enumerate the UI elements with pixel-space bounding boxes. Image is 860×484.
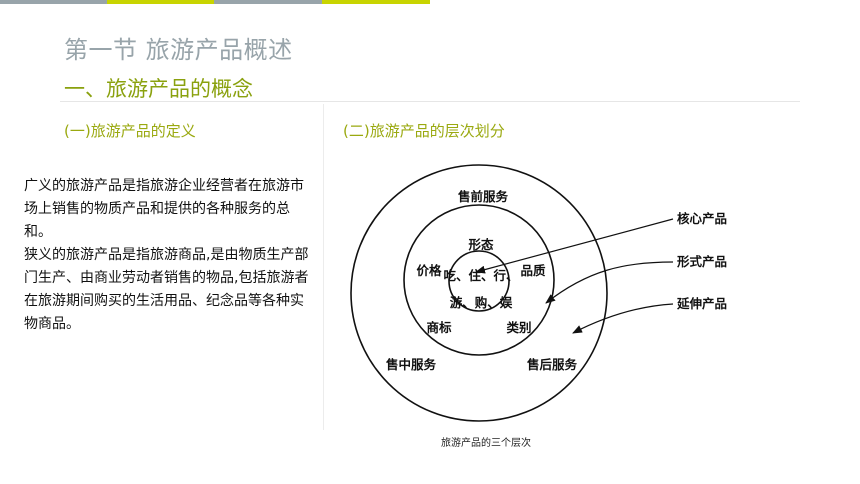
diagram-caption: 旅游产品的三个层次 [441,438,531,449]
form-pointer-arrow [545,261,674,304]
form-product-label: 形式产品 [677,254,727,269]
accent-segment [107,0,214,4]
aftersale-service-label: 售后服务 [527,357,578,372]
quality-label: 品质 [520,263,546,278]
price-label: 价格 [416,263,442,278]
extended-product-label: 延伸产品 [676,296,727,311]
top-accent-bar [0,0,430,4]
extended-product-ring [350,164,608,422]
definition-heading: (一)旅游产品的定义 [64,122,196,140]
levels-heading: (二)旅游产品的层次划分 [343,122,505,140]
category-label: 类别 [506,320,531,335]
page-title: 第一节 旅游产品概述 [64,36,293,64]
insale-service-label: 售中服务 [386,357,437,372]
core-items-line1: 吃、住、行、 [443,268,518,283]
shape-label: 形态 [468,237,494,252]
core-pointer-arrow [475,218,674,274]
accent-segment [322,0,430,4]
header-divider [60,101,800,102]
accent-segment [214,0,322,4]
column-divider [323,104,324,430]
presale-service-label: 售前服务 [458,189,509,204]
brand-label: 商标 [426,320,452,335]
core-product-label: 核心产品 [677,211,727,226]
definition-text: 广义的旅游产品是指旅游企业经营者在旅游市场上销售的物质产品和提供的各种服务的总和… [24,175,314,336]
form-product-ring [403,204,555,356]
extended-pointer-arrow [572,303,674,334]
core-items-line2: 游、购、娱 [450,295,513,310]
accent-segment [0,0,107,4]
page-subtitle: 一、旅游产品的概念 [64,77,253,101]
core-product-ring [448,250,510,312]
broad-definition: 广义的旅游产品是指旅游企业经营者在旅游市场上销售的物质产品和提供的各种服务的总和… [24,178,304,240]
narrow-definition: 狭义的旅游产品是指旅游商品,是由物质生产部门生产、由商业劳动者销售的物品,包括旅… [24,247,309,332]
